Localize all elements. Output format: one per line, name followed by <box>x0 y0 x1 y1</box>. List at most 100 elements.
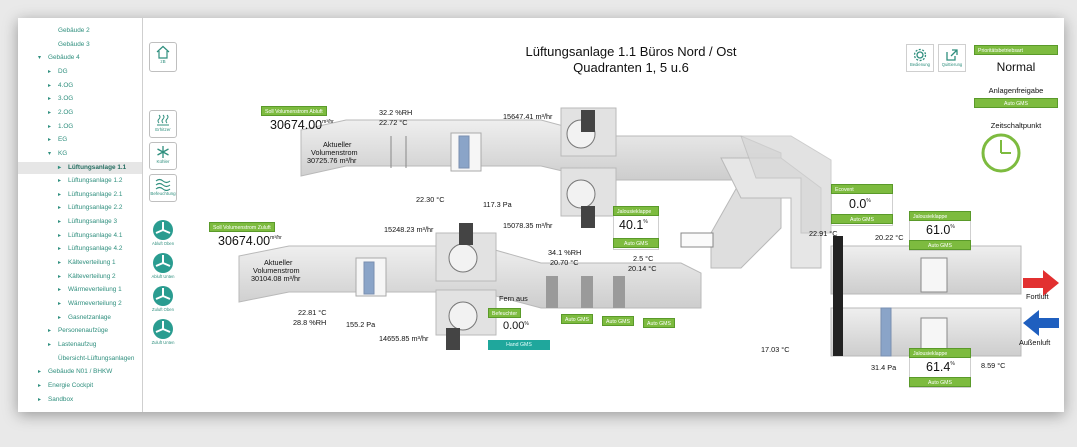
sidebar-item[interactable]: ▸ 4.OG <box>18 80 142 92</box>
sidebar-item[interactable]: ▸Lastenaufzug <box>18 339 142 351</box>
heater-icon <box>157 114 169 126</box>
chevron-right-icon[interactable]: ▸ <box>48 68 52 75</box>
chevron-right-icon[interactable]: ▸ <box>48 341 52 348</box>
chevron-right-icon[interactable]: ▸ <box>58 301 62 307</box>
chevron-right-icon[interactable]: ▸ <box>58 273 62 280</box>
sidebar-item-label: Lüftungsanlage 3 <box>68 218 118 226</box>
sidebar-item[interactable]: ▸Kälteverteilung 2 <box>18 271 142 283</box>
sidebar-item[interactable]: ▸3.OG <box>18 93 142 105</box>
chevron-right-icon[interactable]: ▸ <box>38 382 42 389</box>
sidebar-item-label: Wärmeverteilung 2 <box>68 300 122 307</box>
aussenluft-arrow-icon <box>1023 310 1059 336</box>
sidebar-item-label: DG <box>58 67 68 75</box>
sidebar-item[interactable]: Gebäude 3 <box>18 39 142 51</box>
quittierung-button[interactable]: Quittierung <box>938 44 966 72</box>
abluft-temp-low: 22.30 °C <box>416 195 445 204</box>
outdoor-temp-bottom: 17.03 °C <box>761 345 790 354</box>
chevron-right-icon[interactable]: ▸ <box>58 314 62 321</box>
chevron-right-icon[interactable]: ▸ <box>58 287 62 294</box>
fan-icon <box>153 253 173 273</box>
abluft-temp: 22.72 °C <box>379 118 408 127</box>
auto-gms-1[interactable]: Auto GMS <box>561 314 593 324</box>
sidebar-item-label: 4.OG <box>58 81 74 89</box>
kuehler-button[interactable]: Kühler <box>149 142 177 170</box>
auto-gms-3[interactable]: Auto GMS <box>643 318 675 328</box>
befeuchtung-button[interactable]: Befeuchtung <box>149 174 177 202</box>
sidebar-item[interactable]: ▸Energie Cockpit <box>18 380 142 392</box>
fan-button[interactable]: Zuluft Oben <box>149 285 177 312</box>
zuluft-rh-in: 28.8 %RH <box>293 318 327 327</box>
jalousie-mid-mode[interactable]: Auto GMS <box>613 238 659 248</box>
sidebar-item[interactable]: ▸Lüftungsanlage 4.2 <box>18 243 142 255</box>
sidebar-item[interactable]: ▸Lüftungsanlage 2.2 <box>18 202 142 214</box>
sidebar-item[interactable]: ▸ Lüftungsanlage 3 <box>18 216 142 228</box>
mode-value: Normal <box>996 60 1036 74</box>
ecovent-label: Ecovent <box>831 184 893 194</box>
sidebar-item[interactable]: ▸ Wärmeverteilung 2 <box>18 298 142 310</box>
release-value[interactable]: Auto GMS <box>974 98 1058 108</box>
abluft-soll-value: 30674.00m³/hr <box>270 118 334 132</box>
home-button[interactable]: zB <box>149 42 177 72</box>
abluft-actual-value: 30725.76 m³/hr <box>307 156 357 165</box>
sidebar-item[interactable]: ▸Sandbox <box>18 394 142 406</box>
abluft-rh: 32.2 %RH <box>379 108 413 117</box>
chevron-right-icon[interactable]: ▸ <box>58 260 62 267</box>
chevron-right-icon[interactable]: ▸ <box>58 164 62 171</box>
sidebar-item[interactable]: ▸EG <box>18 134 142 146</box>
sidebar-item[interactable]: ▸Kälteverteilung 1 <box>18 257 142 269</box>
page-title: Lüftungsanlage 1.1 Büros Nord / Ost <box>525 44 737 59</box>
sidebar-item[interactable]: ▸Wärmeverteilung 1 <box>18 284 142 296</box>
bedienung-button[interactable]: Bedienung <box>906 44 934 72</box>
chevron-right-icon[interactable]: ▸ <box>48 109 52 116</box>
sidebar-item[interactable]: ▸ Lüftungsanlage 4.1 <box>18 230 142 242</box>
chevron-right-icon[interactable]: ▸ <box>48 123 52 130</box>
chevron-right-icon[interactable]: ▸ <box>58 191 62 198</box>
sidebar-item-label: Lüftungsanlage 4.1 <box>68 231 123 239</box>
chevron-right-icon[interactable]: ▸ <box>38 396 42 403</box>
home-icon <box>156 45 170 59</box>
sidebar-item[interactable]: ▸2.OG <box>18 107 142 119</box>
sidebar-item-label: KG <box>58 149 68 157</box>
sidebar-item[interactable]: ▾ KG <box>18 148 142 160</box>
sidebar-item[interactable]: ▸ Personenaufzüge <box>18 325 142 337</box>
chevron-right-icon[interactable]: ▸ <box>58 219 62 226</box>
sidebar-item[interactable]: ▾Gebäude 4 <box>18 52 142 64</box>
chevron-down-icon[interactable]: ▾ <box>48 150 52 157</box>
sidebar-item[interactable]: ▸1.OG <box>18 121 142 133</box>
sidebar-item[interactable]: Übersicht-Lüftungsanlagen <box>18 353 142 365</box>
fan-button-label: Abluft Oben <box>151 241 175 246</box>
chevron-right-icon[interactable]: ▸ <box>38 369 42 376</box>
chevron-right-icon[interactable]: ▸ <box>58 178 62 185</box>
chevron-right-icon[interactable]: ▸ <box>48 137 52 144</box>
fan-button[interactable]: Abluft Oben <box>149 219 177 246</box>
release-title: Anlagenfreigabe <box>988 86 1044 95</box>
jalousie-aussen-label: Jalousieklappe <box>909 348 971 358</box>
ecovent-mode[interactable]: Auto GMS <box>831 214 893 224</box>
befeuchter-mode[interactable]: Hand GMS <box>488 340 550 350</box>
abluft-fan-top-flow: 15647.41 m³/hr <box>503 112 553 121</box>
jalousie-fort-mode[interactable]: Auto GMS <box>909 240 971 250</box>
jalousie-aussen-mode[interactable]: Auto GMS <box>909 377 971 387</box>
chevron-right-icon[interactable]: ▸ <box>48 82 52 89</box>
sidebar-item[interactable]: Gebäude 2 <box>18 25 142 37</box>
sidebar-item[interactable]: ▸Gebäude N01 / BHKW <box>18 366 142 378</box>
sidebar-item[interactable]: ▸Lüftungsanlage 1.1 <box>18 161 142 174</box>
sidebar-item[interactable]: ▸ DG <box>18 66 142 78</box>
chevron-down-icon[interactable]: ▾ <box>38 55 42 62</box>
chevron-right-icon[interactable]: ▸ <box>48 96 52 103</box>
fan-button[interactable]: Abluft Unten <box>149 252 177 279</box>
chevron-right-icon[interactable]: ▸ <box>58 246 62 253</box>
zuluft-temp-mid: 20.70 °C <box>550 258 579 267</box>
auto-gms-2[interactable]: Auto GMS <box>602 316 634 326</box>
zuluft-pressure: 155.2 Pa <box>346 320 376 329</box>
sidebar-item-label: Personenaufzüge <box>58 327 109 335</box>
chevron-right-icon[interactable]: ▸ <box>48 328 52 335</box>
sidebar-item[interactable]: ▸Lüftungsanlage 2.1 <box>18 189 142 201</box>
chevron-right-icon[interactable]: ▸ <box>58 205 62 212</box>
fan-button[interactable]: Zuluft Unten <box>149 318 177 345</box>
sidebar-item[interactable]: ▸Lüftungsanlage 1.2 <box>18 175 142 187</box>
sidebar-item[interactable]: ▸Gasnetzanlage <box>18 312 142 324</box>
zuluft-actual-label2: Volumenstrom <box>253 266 300 275</box>
chevron-right-icon[interactable]: ▸ <box>58 232 62 239</box>
erhitzer-button[interactable]: Erhitzer <box>149 110 177 138</box>
